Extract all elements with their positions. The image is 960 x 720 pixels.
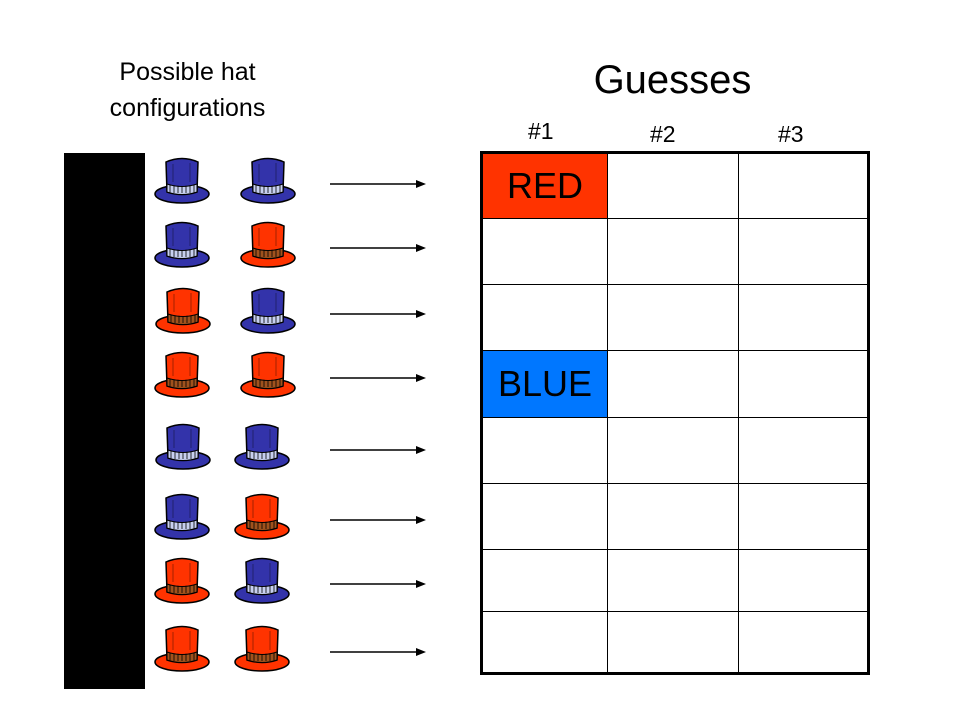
arrow-icon xyxy=(330,648,426,656)
blue-hat-icon xyxy=(234,557,290,604)
blue-hat-icon xyxy=(240,287,296,334)
guess-cell xyxy=(481,284,608,352)
guesses-grid: RED BLUE xyxy=(480,151,870,675)
guess-cell xyxy=(607,416,739,484)
guess-cell xyxy=(607,284,739,352)
guess-cell xyxy=(738,218,869,286)
guess-cell xyxy=(738,284,869,352)
guess-cell: BLUE xyxy=(481,350,608,418)
guess-cell: RED xyxy=(481,151,608,220)
red-hat-icon xyxy=(155,287,211,334)
arrow-icon xyxy=(330,580,426,588)
grid-row xyxy=(481,284,869,352)
red-hat-icon xyxy=(154,351,210,398)
blue-hat-icon xyxy=(155,423,211,470)
red-hat-icon xyxy=(234,625,290,672)
blue-hat-icon xyxy=(234,423,290,470)
guess-cell xyxy=(738,416,869,484)
grid-row xyxy=(481,416,869,484)
arrow-icon xyxy=(330,516,426,524)
blue-hat-icon xyxy=(154,157,210,204)
red-hat-icon xyxy=(240,351,296,398)
guess-cell xyxy=(481,416,608,484)
guess-cell xyxy=(481,610,608,675)
arrow-icon xyxy=(330,446,426,454)
guess-cell xyxy=(607,610,739,675)
arrow-icon xyxy=(330,180,426,188)
blue-hat-icon xyxy=(240,157,296,204)
guess-cell xyxy=(481,218,608,286)
guess-cell xyxy=(738,548,869,612)
arrow-icon xyxy=(330,310,426,318)
grid-row: RED xyxy=(481,151,869,220)
guess-cell xyxy=(481,482,608,550)
red-hat-icon xyxy=(234,493,290,540)
guess-cell xyxy=(738,482,869,550)
grid-row xyxy=(481,548,869,612)
guess-cell xyxy=(738,350,869,418)
arrow-icon xyxy=(330,244,426,252)
column-label-2: #2 xyxy=(650,121,676,147)
blue-hat-icon xyxy=(154,221,210,268)
grid-row: BLUE xyxy=(481,350,869,418)
guesses-title: Guesses xyxy=(593,58,752,102)
guess-cell xyxy=(481,548,608,612)
grid-row xyxy=(481,610,869,675)
column-label-1: #1 xyxy=(528,118,554,144)
guess-cell xyxy=(607,151,739,220)
arrow-icon xyxy=(330,374,426,382)
guess-cell xyxy=(738,151,869,220)
guess-cell xyxy=(607,482,739,550)
grid-row xyxy=(481,482,869,550)
configurations-title: Possible hat configurations xyxy=(109,58,266,122)
grid-row xyxy=(481,218,869,286)
guess-cell xyxy=(738,610,869,675)
red-hat-icon xyxy=(240,221,296,268)
blue-hat-icon xyxy=(154,493,210,540)
guess-cell xyxy=(607,350,739,418)
column-label-3: #3 xyxy=(778,121,804,147)
black-bar xyxy=(64,153,145,689)
red-hat-icon xyxy=(154,557,210,604)
guess-cell xyxy=(607,218,739,286)
guess-cell xyxy=(607,548,739,612)
red-hat-icon xyxy=(154,625,210,672)
